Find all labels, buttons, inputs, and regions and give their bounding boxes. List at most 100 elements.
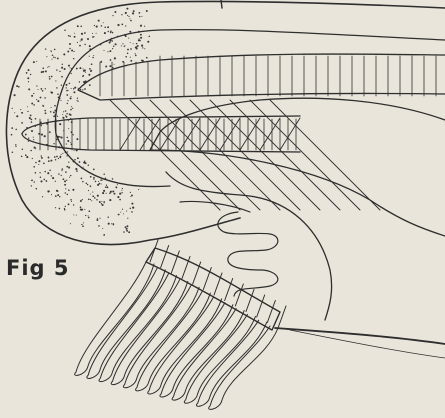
stipple-dot (136, 43, 138, 45)
stipple-dot (54, 105, 56, 107)
stipple-dot (71, 88, 72, 89)
stipple-dot (51, 175, 52, 176)
stipple-dot (20, 109, 21, 110)
stipple-dot (104, 27, 106, 29)
stipple-dot (61, 76, 63, 78)
stipple-dot (59, 208, 61, 210)
stipple-dot (68, 167, 70, 169)
stipple-dot (149, 36, 151, 38)
stipple-dot (89, 56, 90, 57)
stipple-dot (99, 201, 101, 203)
stipple-dot (123, 231, 125, 233)
stipple-dot (92, 57, 94, 59)
stipple-dot (84, 209, 85, 210)
stipple-dot (112, 48, 113, 49)
stipple-dot (77, 25, 79, 27)
stipple-dot (119, 199, 121, 201)
stipple-dot (100, 61, 102, 63)
stipple-dot (84, 88, 86, 90)
stipple-dot (61, 175, 62, 176)
stipple-dot (67, 51, 69, 53)
stipple-dot (94, 197, 96, 199)
stipple-dot (93, 177, 95, 179)
stipple-dot (38, 160, 40, 162)
stipple-dot (122, 43, 123, 44)
stipple-dot (52, 54, 54, 56)
stipple-dot (96, 199, 98, 201)
stipple-dot (40, 180, 42, 182)
stipple-dot (88, 74, 90, 76)
stipple-dot (21, 122, 23, 124)
stipple-dot (81, 33, 83, 35)
stipple-dot (67, 100, 68, 101)
stipple-dot (14, 112, 15, 113)
stipple-dot (75, 168, 77, 170)
stipple-dot (123, 213, 124, 214)
stipple-dot (68, 189, 70, 191)
chevron-fibre (180, 118, 200, 150)
stipple-dot (113, 223, 114, 224)
stipple-dot (140, 34, 142, 36)
stipple-dot (103, 50, 104, 51)
stipple-dot (35, 148, 36, 149)
stipple-dot (114, 57, 116, 59)
stipple-dot (113, 45, 114, 46)
stipple-dot (94, 25, 95, 26)
stipple-dot (109, 199, 111, 201)
stipple-dot (101, 203, 102, 204)
stipple-dot (64, 209, 66, 211)
comb-tooth (278, 306, 286, 328)
stipple-dot (58, 158, 59, 159)
stipple-dot (62, 64, 63, 65)
stipple-dot (57, 93, 59, 95)
lobed-fold (218, 212, 278, 296)
stipple-dot (101, 201, 102, 202)
stipple-dot (36, 61, 37, 62)
stipple-dot (64, 180, 66, 182)
stipple-dot (68, 65, 70, 67)
stipple-dot (42, 90, 44, 92)
stipple-dot (106, 193, 107, 194)
stipple-dot (27, 111, 28, 112)
stipple-dot (79, 81, 80, 82)
stipple-dot (65, 171, 67, 173)
stipple-dot (25, 154, 27, 156)
stipple-dot (70, 109, 72, 111)
stipple-dot (43, 162, 45, 164)
stipple-dot (33, 104, 35, 106)
stipple-dot (83, 68, 84, 69)
stipple-dot (93, 169, 95, 171)
stipple-dot (107, 51, 108, 52)
stipple-dot (41, 157, 43, 159)
stipple-dot (74, 36, 76, 38)
stipple-dot (15, 129, 17, 131)
stipple-dot (47, 172, 49, 174)
stipple-dot (71, 49, 73, 51)
stipple-dot (126, 230, 128, 232)
stipple-dot (48, 160, 50, 162)
comb-tooth (161, 246, 169, 268)
stipple-dot (66, 90, 67, 91)
stipple-dot (29, 117, 31, 119)
stipple-dot (59, 71, 60, 72)
stipple-dot (109, 50, 111, 52)
stipple-dot (91, 63, 93, 65)
stipple-dot (80, 26, 82, 28)
stipple-dot (57, 57, 59, 59)
stipple-dot (45, 180, 47, 182)
stipple-dot (99, 218, 100, 219)
stipple-dot (31, 95, 33, 97)
stipple-dot (65, 206, 66, 207)
stipple-dot (124, 46, 125, 47)
stipple-dot (53, 111, 55, 113)
stipple-dot (63, 111, 64, 112)
stipple-dot (122, 209, 123, 210)
stipple-dot (130, 20, 132, 22)
tentacles (75, 262, 278, 409)
stipple-dot (126, 211, 127, 212)
stipple-dot (91, 200, 92, 201)
stipple-dot (28, 88, 30, 90)
stipple-dot (65, 192, 66, 193)
stipple-dot (44, 179, 46, 181)
